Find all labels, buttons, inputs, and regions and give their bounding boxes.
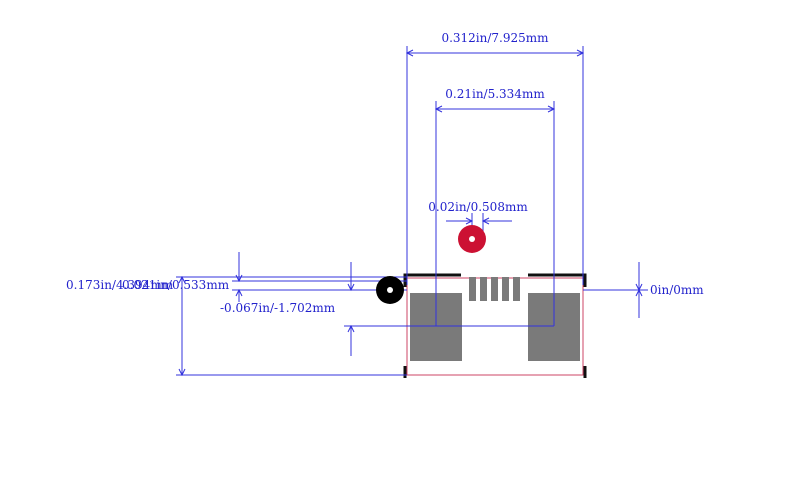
pin-pad bbox=[469, 277, 476, 301]
overall-width-label: 0.312in/7.925mm bbox=[441, 31, 549, 45]
pin-pad bbox=[491, 277, 498, 301]
pin-pitch-label: 0.02in/0.508mm bbox=[428, 200, 528, 214]
origin-marker bbox=[376, 276, 404, 304]
pad-offset-label: -0.067in/-1.702mm bbox=[220, 301, 336, 315]
pin-pad bbox=[480, 277, 487, 301]
signal-pins bbox=[469, 277, 520, 301]
inner-width-label: 0.21in/5.334mm bbox=[445, 87, 545, 101]
pin-offset-label: 0.021in/0.533mm bbox=[122, 278, 230, 292]
overall-height-label: 0.173in/4.394mm bbox=[66, 278, 174, 292]
pin-1-marker bbox=[458, 225, 486, 253]
dimension-arrows bbox=[178, 49, 643, 377]
silkscreen-outline bbox=[403, 273, 587, 378]
pin-pad bbox=[502, 277, 509, 301]
origin-label: 0in/0mm bbox=[650, 283, 704, 297]
pin-pad bbox=[513, 277, 520, 301]
